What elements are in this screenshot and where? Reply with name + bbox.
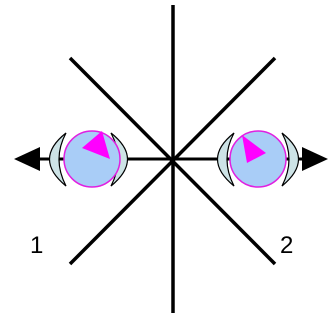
arrow-right-icon [302,147,328,171]
arrow-left-icon [14,147,40,171]
disk-icon [64,131,120,187]
particle-right [218,131,299,187]
disk-icon [230,131,286,187]
label-2: 2 [280,232,293,259]
label-1: 1 [30,232,43,259]
